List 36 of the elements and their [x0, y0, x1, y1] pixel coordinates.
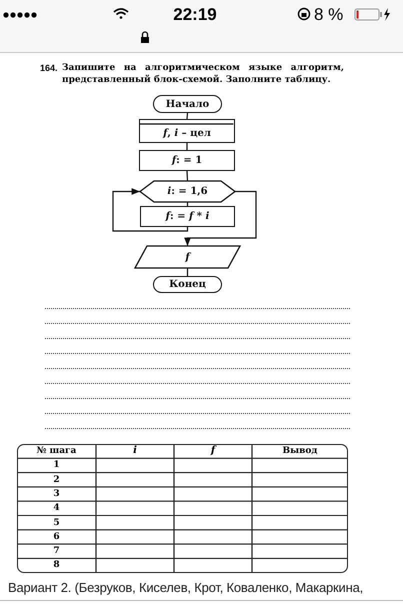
- exercise-number: 164.: [40, 63, 58, 73]
- declaration-box: [139, 119, 235, 143]
- battery-percentage: 8 %: [314, 5, 344, 25]
- node-label: f: [185, 252, 190, 262]
- exercise-text: Запишите на алгоритмическом языке алгоритм, представленный блок-схемой. Заполните таблицу.: [62, 62, 344, 86]
- arrow: [112, 188, 188, 232]
- node-label: Начало: [166, 98, 210, 110]
- clock-time: 22:19: [172, 5, 218, 25]
- connector-line: [186, 112, 188, 120]
- node-label: Конец: [169, 279, 206, 290]
- node-label: i: = 1,6: [167, 186, 208, 197]
- output-parallelogram: [135, 246, 240, 268]
- node-label: f: = 1: [172, 155, 202, 166]
- step-number: 8: [52, 559, 61, 572]
- terminator-shape: [153, 95, 222, 113]
- column-header: № шага: [36, 445, 78, 458]
- terminator-shape: [153, 276, 222, 293]
- variant-text: Вариант 2. (Безруков, Киселев, Крот, Коваленко, Макаркина,: [8, 580, 364, 595]
- node-label: f: = f* i: [166, 211, 210, 222]
- step-number: 1: [52, 459, 61, 472]
- connector-line: [186, 170, 188, 182]
- column-header: f: [209, 444, 218, 458]
- step-number: 3: [52, 488, 61, 501]
- step-number: 2: [52, 474, 61, 487]
- connector-line: [186, 143, 188, 150]
- step-number: 5: [52, 516, 61, 530]
- column-header: i: [132, 444, 138, 458]
- step-number: 4: [52, 502, 61, 516]
- step-number: 7: [52, 545, 61, 558]
- arrow: [184, 190, 257, 246]
- process-box: [140, 206, 235, 227]
- step-number: 6: [52, 530, 61, 544]
- process-box: [139, 150, 235, 171]
- column-header: Вывод: [282, 445, 318, 458]
- loop-hexagon: [140, 181, 235, 202]
- node-label: f, i – цел: [163, 128, 211, 139]
